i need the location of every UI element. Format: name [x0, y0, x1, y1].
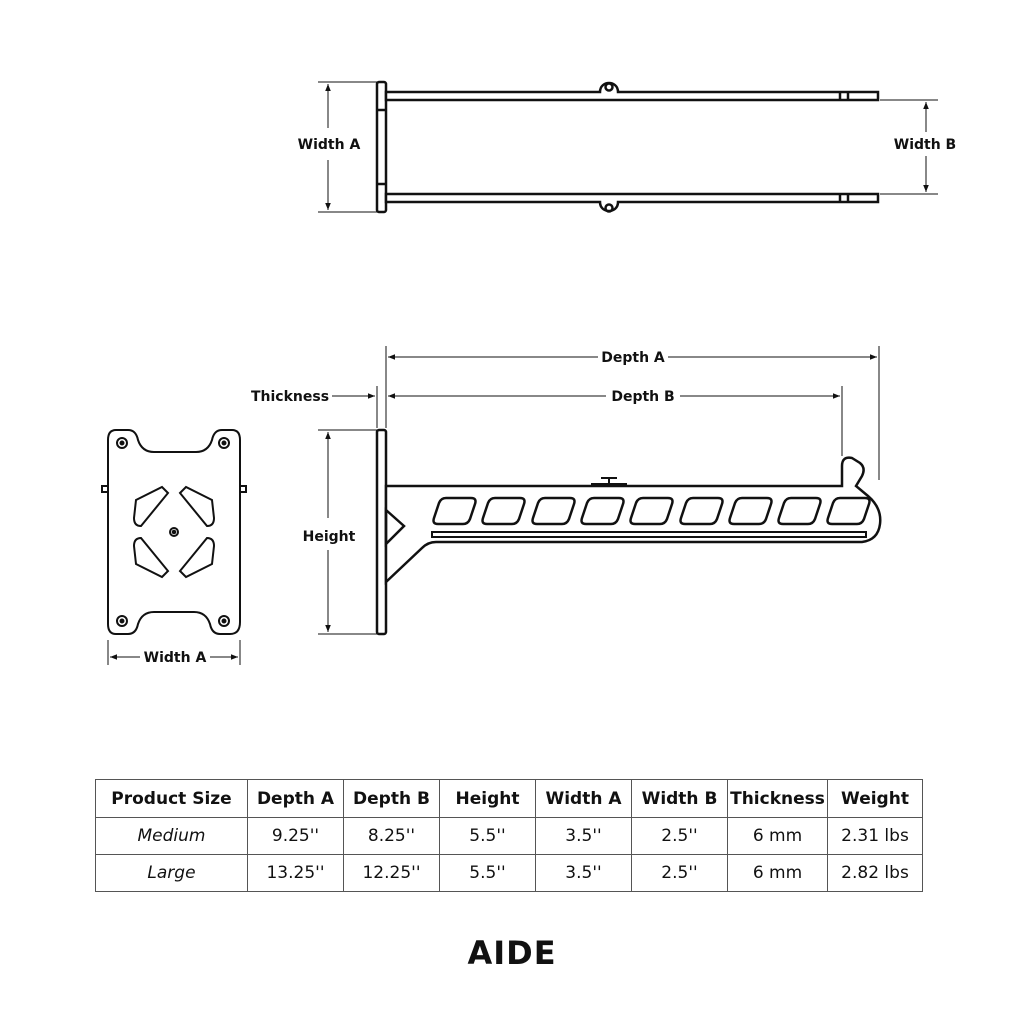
side-view-arm [384, 456, 882, 585]
header-thickness: Thickness [727, 779, 828, 818]
label-height: Height [303, 529, 356, 545]
side-view-slots [432, 496, 871, 526]
top-view-plate [375, 80, 388, 214]
header-product-size: Product Size [95, 779, 248, 818]
cell-thickness: 6 mm [727, 854, 828, 892]
header-height: Height [439, 779, 536, 818]
cell-depth-b: 12.25'' [343, 854, 440, 892]
side-view-plate [375, 428, 388, 636]
cell-width-b: 2.5'' [631, 854, 728, 892]
cell-width-a: 3.5'' [535, 854, 632, 892]
cell-height: 5.5'' [439, 817, 536, 855]
label-depth-a: Depth A [601, 350, 665, 366]
header-width-a: Width A [535, 779, 632, 818]
dim-width-b [880, 99, 938, 195]
cell-width-b: 2.5'' [631, 817, 728, 855]
cell-depth-a: 13.25'' [247, 854, 344, 892]
front-plate-view [101, 429, 247, 635]
label-width-a-front: Width A [144, 650, 207, 666]
top-view [375, 80, 880, 214]
table-row: Large 13.25'' 12.25'' 5.5'' 3.5'' 2.5'' … [95, 854, 923, 892]
top-view-upper-rail [384, 81, 880, 102]
spec-table: Product Size Depth A Depth B Height Widt… [95, 779, 923, 892]
label-thickness: Thickness [251, 389, 329, 405]
label-width-b: Width B [894, 137, 956, 153]
cell-weight: 2.31 lbs [827, 817, 923, 855]
cell-height: 5.5'' [439, 854, 536, 892]
header-width-b: Width B [631, 779, 728, 818]
cell-depth-b: 8.25'' [343, 817, 440, 855]
dim-depth-a [385, 346, 880, 480]
header-depth-a: Depth A [247, 779, 344, 818]
label-depth-b: Depth B [611, 389, 674, 405]
cell-depth-a: 9.25'' [247, 817, 344, 855]
side-view [375, 428, 882, 636]
dim-depth-b [376, 386, 843, 456]
header-weight: Weight [827, 779, 923, 818]
cell-size: Medium [95, 817, 248, 855]
dim-width-a-top [318, 81, 377, 213]
cell-width-a: 3.5'' [535, 817, 632, 855]
dim-height [318, 429, 377, 635]
cell-thickness: 6 mm [727, 817, 828, 855]
cell-size: Large [95, 854, 248, 892]
technical-drawing: Width A Width B Width A [101, 80, 956, 666]
product-name: AIDE [467, 934, 557, 972]
dim-width-a-front [107, 640, 241, 665]
header-depth-b: Depth B [343, 779, 440, 818]
table-header-row: Product Size Depth A Depth B Height Widt… [95, 779, 923, 818]
top-view-lower-rail [384, 192, 880, 213]
label-width-a-top: Width A [298, 137, 361, 153]
table-row: Medium 9.25'' 8.25'' 5.5'' 3.5'' 2.5'' 6… [95, 817, 923, 855]
cell-weight: 2.82 lbs [827, 854, 923, 892]
